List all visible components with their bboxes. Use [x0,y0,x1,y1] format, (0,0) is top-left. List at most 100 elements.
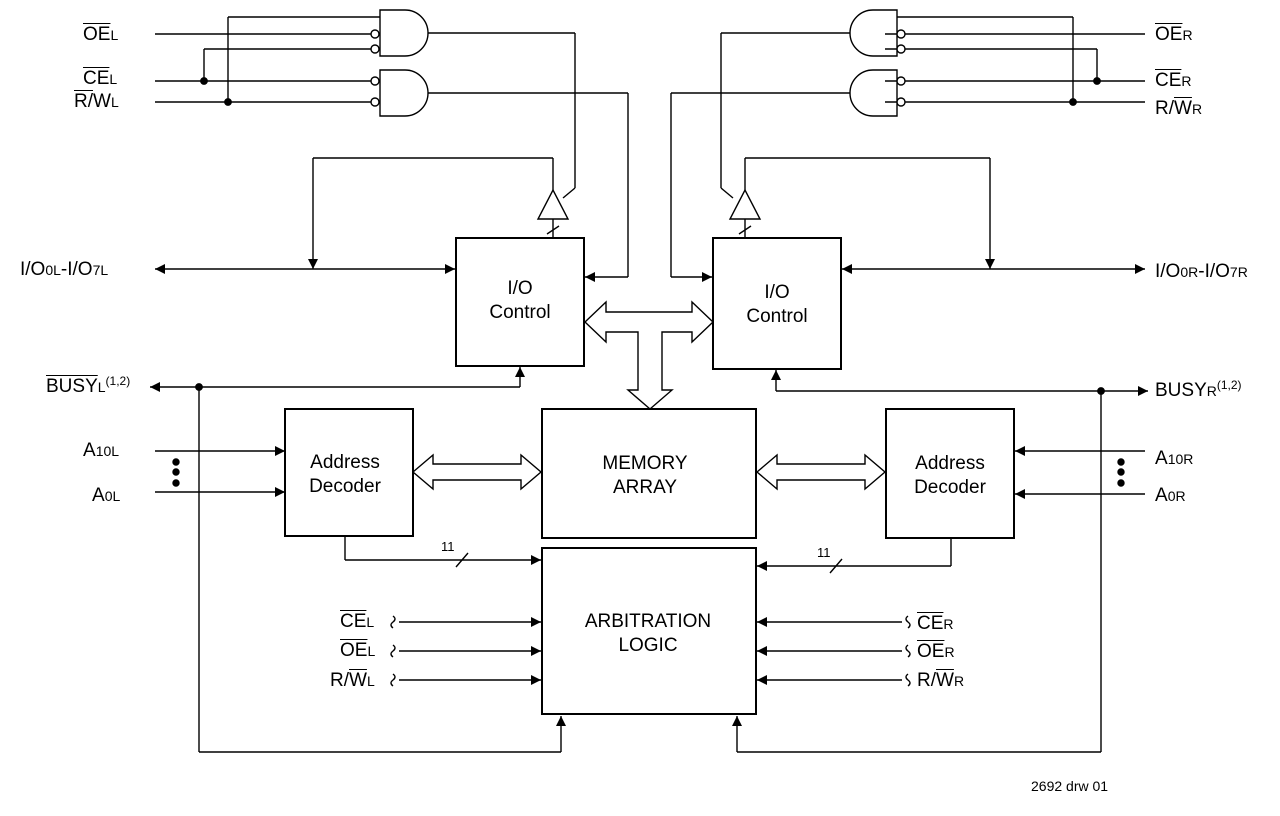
arb-rw-left-r: R/ [330,670,349,691]
rw-left-r: R/ [74,91,93,112]
memory-array-box [541,408,757,539]
oe-left-label: OEL [83,25,118,45]
drawing-id: 2692 drw 01 [1031,778,1109,794]
arb-ce-right-label: CER [917,614,954,634]
io-right-a: I/O [1155,261,1181,282]
arb-ce-right-main: CE [917,613,944,634]
a0-left-main: A [92,485,105,506]
a10-right-sub: 10R [1167,451,1194,467]
oe-right-label: OER [1155,25,1193,45]
ce-right-main: CE [1155,70,1182,91]
arb-oe-right-main: OE [917,641,945,662]
a0-left-label: A0L [92,486,120,506]
ce-left-main: CE [83,68,110,89]
io-control-right: I/O Control [713,281,841,329]
io-control-right-line1: I/O [764,282,790,303]
arb-ce-left-main: CE [340,611,367,632]
address-decoder-right-line1: Address [915,453,985,474]
arb-oe-right-sub: R [944,644,955,660]
rw-left-label: R/WL [74,92,119,112]
io-control-left-line1: I/O [507,278,533,299]
arbitration-logic-line1: ARBITRATION [584,611,712,632]
arb-ce-left-label: CEL [340,612,374,632]
a10-right-label: A10R [1155,449,1193,469]
bus-io-memory [583,300,715,410]
oe-right-main: OE [1155,24,1183,45]
busy-right-label: BUSYR(1,2) [1155,378,1242,402]
arb-oe-left-sub: L [367,643,376,659]
arbitration-logic-box [541,547,757,715]
io-control-right-line2: Control [746,306,808,327]
ce-right-label: CER [1155,71,1192,91]
and-gate-oe-left [379,9,429,57]
busy-left-sub: L [97,379,106,395]
io-left-dash: -I/O [60,259,93,280]
and-gate-rw-right [849,69,898,117]
a0-right-label: A0R [1155,486,1186,506]
and-gate-oe-right [849,9,898,57]
address-decoder-right-line2: Decoder [914,477,986,498]
busy-right-main: BUSY [1155,380,1207,401]
oe-right-sub: R [1182,27,1193,43]
arb-rw-left-w: W [349,670,367,691]
a10-right-main: A [1155,448,1168,469]
busy-left-label: BUSYL(1,2) [46,374,130,398]
arb-oe-left-label: OEL [340,641,375,661]
a10-left-label: A10L [83,441,119,461]
oe-left-main: OE [83,24,111,45]
rw-left-w: W [93,91,111,112]
io-left-a-sub: 0L [45,262,61,278]
rw-right-r: R/ [1155,98,1174,119]
ce-left-sub: L [109,71,118,87]
io-right-b-sub: 7R [1229,264,1248,280]
memory-array: MEMORY ARRAY [542,452,748,500]
a10-left-main: A [83,440,96,461]
rw-left-sub: L [110,94,119,110]
bus-decoder-left-memory [411,453,543,491]
io-control-right-box [712,237,842,370]
io-right-dash: -I/O [1198,261,1230,282]
a0-left-sub: 0L [104,488,121,504]
bus-width-left: 11 [441,539,455,554]
arb-ce-left-sub: L [366,614,375,630]
rw-right-label: R/WR [1155,99,1202,119]
a0-right-main: A [1155,485,1168,506]
io-left-b-sub: 7L [92,262,109,278]
busy-right-sup: (1,2) [1216,378,1242,392]
io-control-left: I/O Control [456,277,584,325]
io-control-left-line2: Control [489,302,551,323]
io-control-left-box [455,237,585,367]
arb-ce-right-sub: R [943,616,954,632]
rw-right-w: W [1174,98,1192,119]
arb-rw-right-label: R/WR [917,671,964,691]
ce-left-label: CEL [83,69,117,89]
arb-rw-left-label: R/WL [330,671,375,691]
arb-rw-right-sub: R [953,673,965,689]
io-left-a: I/O [20,259,46,280]
address-decoder-left-line1: Address [310,452,380,473]
arbitration-logic-line2: LOGIC [618,635,678,656]
a0-right-sub: 0R [1167,488,1186,504]
arb-oe-left-main: OE [340,640,368,661]
address-decoder-right-box [885,408,1015,539]
memory-array-line2: ARRAY [612,477,678,498]
address-decoder-left-box [284,408,414,537]
rw-right-sub: R [1191,101,1203,117]
arb-oe-right-label: OER [917,642,955,662]
bus-memory-decoder-right [755,453,887,491]
io-right-a-sub: 0R [1180,264,1199,280]
arb-rw-right-r: R/ [917,670,936,691]
buffer-right [728,188,762,220]
oe-left-sub: L [110,27,119,43]
and-gate-rw-left [379,69,429,117]
arb-rw-right-w: W [936,670,954,691]
bus-width-right: 11 [817,545,831,560]
busy-right-sub: R [1206,383,1217,399]
address-decoder-left-line2: Decoder [309,476,381,497]
io-left-label: I/O0L-I/O7L [20,260,108,280]
memory-array-line1: MEMORY [602,453,688,474]
arbitration-logic: ARBITRATION LOGIC [542,610,754,658]
